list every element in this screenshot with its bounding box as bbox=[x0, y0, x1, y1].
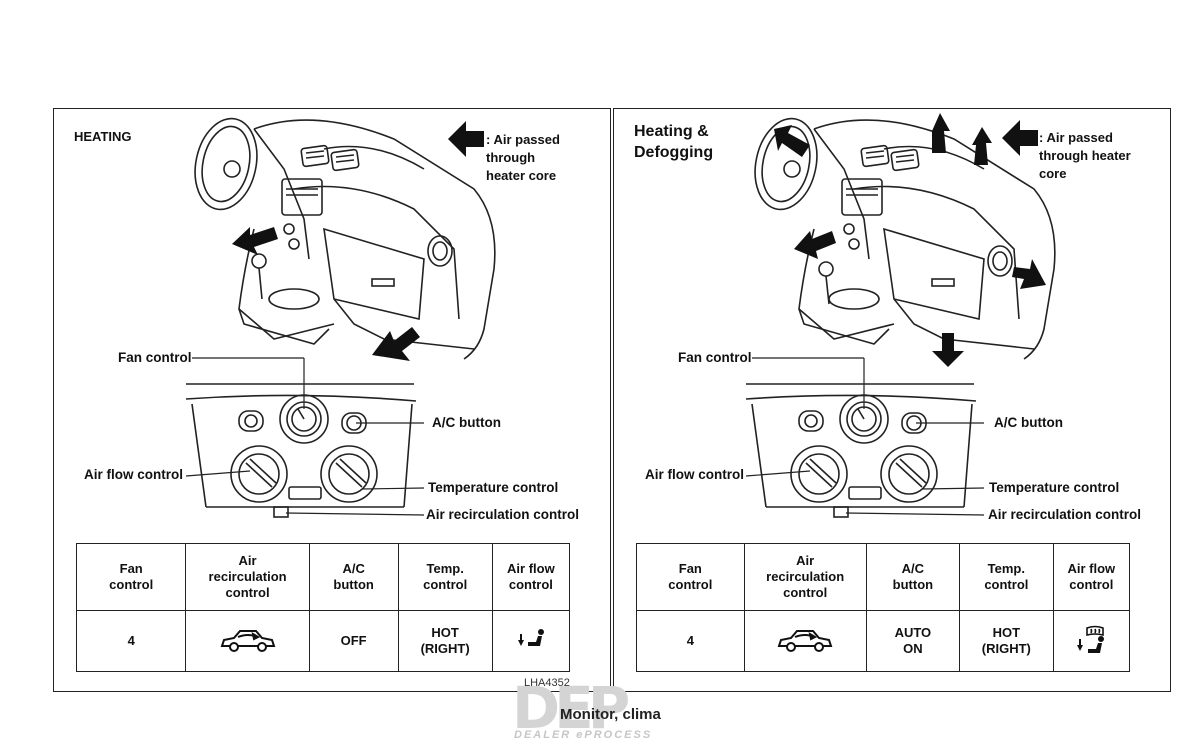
heating-panel: HEATING : Air passed through heater core bbox=[53, 108, 611, 692]
settings-table: Fan control Air recirculation control A/… bbox=[75, 543, 571, 672]
panel-title: Heating & Defogging bbox=[634, 123, 714, 161]
dashboard-illustration bbox=[745, 113, 1056, 518]
value-temp: HOT (RIGHT) bbox=[397, 610, 493, 672]
car-outside-air-icon bbox=[777, 630, 833, 652]
legend-text: : Air passed through heater core bbox=[486, 132, 560, 183]
heater-arrow-icon bbox=[448, 121, 484, 157]
foot-vent-icon bbox=[517, 629, 544, 646]
logo-letters: DEP bbox=[512, 674, 630, 742]
header-air-recirculation-control: Air recirculation control bbox=[185, 543, 310, 611]
callout-air-recirculation-control: Air recirculation control bbox=[988, 507, 1142, 522]
logo-subtitle: DEALER ePROCESS bbox=[514, 729, 653, 741]
callout-air-flow-control: Air flow control bbox=[84, 467, 183, 482]
header-air-flow-control: Air flow control bbox=[1052, 543, 1131, 611]
header-ac-button: A/C button bbox=[308, 543, 399, 611]
header-temp-control: Temp. control bbox=[959, 543, 1054, 611]
callout-air-flow-control: Air flow control bbox=[645, 467, 744, 482]
watermark-text: Monitor, clima bbox=[560, 706, 661, 723]
callout-fan-control: Fan control bbox=[118, 350, 192, 365]
callout-ac-button: A/C button bbox=[994, 415, 1063, 430]
header-ac-button: A/C button bbox=[865, 543, 961, 611]
header-fan-control: Fan control bbox=[75, 543, 187, 611]
value-recirculation bbox=[743, 610, 867, 672]
value-recirculation bbox=[185, 610, 310, 672]
figure-code: LHA4352 bbox=[524, 677, 570, 689]
value-fan: 4 bbox=[75, 610, 187, 672]
value-airflow bbox=[1052, 610, 1131, 672]
dashboard-illustration bbox=[185, 117, 496, 518]
defrost-foot-vent-icon bbox=[1077, 625, 1105, 653]
car-outside-air-icon bbox=[220, 630, 275, 652]
header-air-flow-control: Air flow control bbox=[491, 543, 571, 611]
value-ac: OFF bbox=[308, 610, 399, 672]
value-fan: 4 bbox=[636, 610, 745, 672]
panel-title: HEATING bbox=[74, 129, 132, 144]
callout-temperature-control: Temperature control bbox=[989, 480, 1120, 495]
value-airflow bbox=[491, 610, 571, 672]
callout-air-recirculation-control: Air recirculation control bbox=[426, 507, 580, 522]
header-air-recirculation-control: Air recirculation control bbox=[743, 543, 867, 611]
legend-text: : Air passed through heater core bbox=[1039, 130, 1131, 181]
heating-defogging-panel: Heating & Defogging : Air passed through… bbox=[613, 108, 1171, 692]
heater-arrow-icon bbox=[1002, 120, 1038, 156]
value-temp: HOT (RIGHT) bbox=[959, 610, 1054, 672]
callout-fan-control: Fan control bbox=[678, 350, 752, 365]
settings-table: Fan control Air recirculation control A/… bbox=[636, 543, 1131, 672]
callout-ac-button: A/C button bbox=[432, 415, 501, 430]
header-fan-control: Fan control bbox=[636, 543, 745, 611]
dealer-eprocess-logo: DEP DEALER ePROCESS bbox=[512, 678, 678, 748]
value-ac: AUTO ON bbox=[865, 610, 961, 672]
callout-temperature-control: Temperature control bbox=[428, 480, 559, 495]
header-temp-control: Temp. control bbox=[397, 543, 493, 611]
